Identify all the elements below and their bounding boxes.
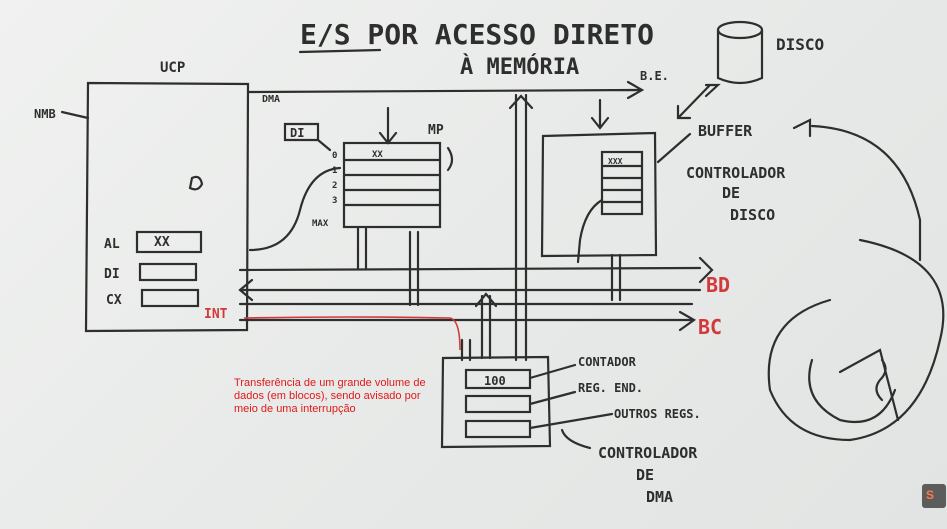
dma-counter-value: 100 — [484, 374, 506, 388]
data-bus-label: BD — [706, 273, 730, 297]
buffer-value: XXX — [608, 157, 623, 166]
disk-controller-line-2: DE — [722, 184, 740, 202]
register-cx-label: CX — [106, 293, 122, 308]
memory-address-1: 1 — [332, 166, 337, 176]
dma-title-line-1: CONTROLADOR — [598, 444, 698, 462]
dma-other-regs-label: OUTROS REGS. — [614, 407, 701, 421]
annotation-note: Transferência de um grande volume de dad… — [234, 377, 444, 416]
dma-other-regs-box — [466, 421, 530, 437]
title-line-1: E/S POR ACESSO DIRETO — [300, 18, 654, 51]
memory-in-arrow — [380, 108, 396, 143]
register-al-label: AL — [104, 237, 120, 252]
channel-logo-icon: S — [922, 484, 946, 508]
data-bus-line-bottom — [240, 280, 700, 300]
interrupt-line — [244, 317, 460, 350]
disk-connection-arrow — [678, 85, 718, 118]
cpu-cursor-glyph — [190, 177, 202, 189]
disk-to-buffer-curve — [812, 126, 920, 260]
disk-platter-outer — [769, 240, 944, 440]
dma-address-label: REG. END. — [578, 381, 643, 395]
memory-rows — [344, 160, 440, 205]
memory-cell-value: XX — [372, 150, 383, 160]
title-line-2: À MEMÓRIA — [460, 54, 579, 80]
dma-bus-label: DMA — [262, 94, 280, 105]
dma-address-box — [466, 396, 530, 412]
register-cx-box — [142, 290, 198, 306]
dma-top-bus — [248, 82, 642, 98]
disk-bus-label: B.E. — [640, 69, 669, 83]
disk-platter-inner — [809, 360, 895, 422]
memory-pointer-line — [318, 140, 330, 150]
memory-box — [344, 143, 440, 227]
buffer-label-line — [658, 134, 690, 162]
cpu-label: UCP — [160, 60, 185, 76]
dma-title-line — [562, 430, 590, 448]
memory-brace — [448, 148, 452, 170]
dma-title-line-3: DMA — [646, 488, 673, 506]
memory-label: MP — [428, 123, 444, 138]
memory-vertical-bus — [358, 228, 366, 268]
disk-to-buffer-arrowhead — [794, 120, 810, 136]
dma-counter-label: CONTADOR — [578, 355, 637, 369]
int-label: INT — [204, 307, 228, 322]
disk-controller-line-3: DISCO — [730, 206, 775, 224]
register-al-value: XX — [154, 235, 170, 250]
cpu-pointer-label: NMB — [34, 107, 56, 121]
memory-address-2: 2 — [332, 181, 337, 191]
dma-title-line-2: DE — [636, 466, 654, 484]
buffer-to-bus-curve — [578, 200, 602, 262]
disk-label: DISCO — [776, 35, 824, 54]
buffer-label: BUFFER — [698, 122, 753, 140]
disk-cylinder-top — [718, 22, 762, 38]
disk-sector — [840, 350, 898, 420]
memory-address-max: MAX — [312, 219, 329, 229]
al-to-memory-curve — [250, 168, 340, 250]
memory-address-0: 0 — [332, 151, 337, 161]
data-bus-line-top — [240, 258, 712, 282]
buffer-rows — [602, 166, 642, 202]
logo-glyph: S — [926, 488, 934, 502]
disk-controller-in-arrow — [592, 100, 608, 128]
disk-head-spring — [876, 360, 885, 400]
memory-pointer-label: DI — [290, 126, 304, 140]
control-bus-line-bottom — [240, 312, 694, 330]
cpu-pointer-line — [62, 112, 88, 118]
memory-address-3: 3 — [332, 196, 337, 206]
controller-to-bus-lines — [612, 255, 620, 300]
disk-controller-line-1: CONTROLADOR — [686, 164, 786, 182]
dma-label-lines — [530, 365, 612, 428]
control-bus-label: BC — [698, 315, 722, 339]
register-di-box — [140, 264, 196, 280]
register-di-label: DI — [104, 267, 120, 282]
